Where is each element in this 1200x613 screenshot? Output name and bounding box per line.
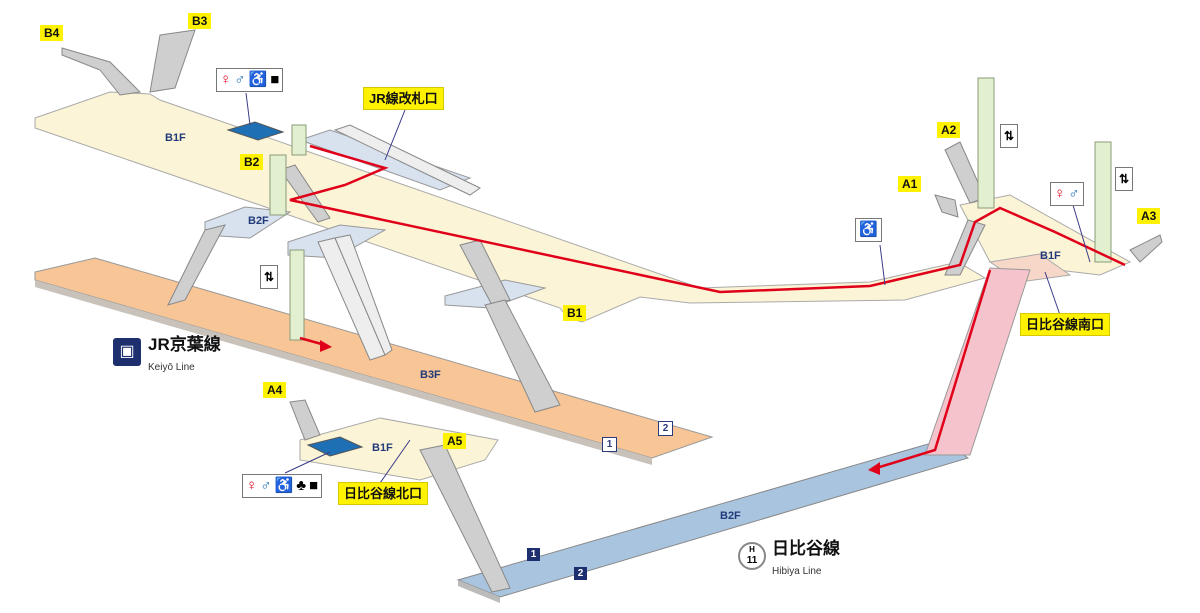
wheelchair-slope-icon: ♿ (859, 221, 878, 238)
womens-toilet-icon: ♀ (220, 71, 232, 88)
jr-b3f-platform-edge (35, 280, 652, 465)
wheelchair-icon: ♿ (248, 71, 268, 88)
elevator-sign-a2: ⇅ (1000, 124, 1019, 148)
route-arrow (868, 462, 880, 475)
exit-b3-tag: B3 (188, 13, 212, 29)
callout-lines (245, 92, 1091, 484)
station-number: 11 (746, 555, 758, 566)
floor-label-hibiya-b2f: B2F (720, 510, 741, 522)
elevator-icon: ⇅ (1004, 129, 1015, 143)
wheelchair-slope-sign: ♿ (855, 218, 882, 242)
toilet-block-b1f-north (306, 436, 364, 457)
exit-a4-tag: A4 (263, 382, 287, 398)
womens-toilet-icon: ♀ (246, 477, 258, 494)
jr-line-name: JR京葉線 (148, 335, 221, 354)
mens-toilet-icon: ♂ (260, 477, 272, 494)
line-code-letter: H (749, 545, 755, 554)
exit-a3-tag: A3 (1137, 208, 1161, 224)
stairs (61, 29, 1163, 593)
elevator-icon: ⇅ (264, 270, 275, 284)
elevator-icon: ⇅ (1119, 172, 1130, 186)
mens-toilet-icon: ♂ (234, 71, 246, 88)
exit-b4-tag: B4 (40, 25, 64, 41)
elevators (269, 77, 1112, 341)
womens-toilet-icon: ♀ (1054, 185, 1066, 202)
hibiya-platform-2: 2 (574, 567, 587, 580)
ostomate-icon: ■ (270, 71, 280, 88)
hibiya-line-en: Hibiya Line (772, 566, 822, 577)
train-icon: ▣ (113, 338, 141, 366)
jr-gate-label: JR線改札口 (363, 87, 444, 110)
hibiya-b2f-platform-edge (458, 580, 500, 603)
hibiya-b2f-platform (456, 439, 970, 598)
hibiya-line-badge: H 11 (738, 542, 766, 570)
hibiya-south-gate-label: 日比谷線南口 (1020, 313, 1111, 336)
hibiya-platform-1: 1 (527, 548, 540, 561)
exit-a5-tag: A5 (443, 433, 467, 449)
elevator-sign-a3: ⇅ (1115, 167, 1134, 191)
exit-a2-tag: A2 (937, 122, 961, 138)
exit-a1-tag: A1 (898, 176, 922, 192)
escalators (317, 124, 481, 361)
facility-icons-b1f-south: ♀ ♂ (1050, 182, 1084, 206)
jr-platform-1: 1 (602, 437, 617, 452)
hibiya-line-name: 日比谷線 (772, 539, 840, 558)
floor-label-hibiya-north-b1f: B1F (372, 442, 393, 454)
hibiya-north-gate-label: 日比谷線北口 (338, 482, 429, 505)
hibiya-long-stairs (924, 267, 1031, 456)
exit-b1-tag: B1 (563, 305, 587, 321)
floor-label-jr-b2f: B2F (248, 215, 269, 227)
floor-label-jr-b3f: B3F (420, 369, 441, 381)
route-line (289, 144, 1126, 294)
route-line-stairs (869, 269, 992, 472)
mens-toilet-icon: ♂ (1068, 185, 1080, 202)
elevator-sign-jr: ⇅ (260, 265, 279, 289)
route-arrow-b3f (320, 340, 332, 352)
jr-platform-2: 2 (658, 421, 673, 436)
exit-b2-tag: B2 (240, 154, 264, 170)
facility-icons-b1f-jr: ♀ ♂ ♿ ■ (216, 68, 284, 92)
toilet-block-b1f (226, 121, 285, 141)
floor-label-jr-b1f: B1F (165, 132, 186, 144)
baby-care-icon: ♣ (296, 477, 307, 494)
facility-icons-b1f-north: ♀ ♂ ♿ ♣ ■ (242, 474, 323, 498)
jr-line-en: Keiyō Line (148, 362, 195, 373)
wheelchair-icon: ♿ (274, 477, 294, 494)
ostomate-icon: ■ (309, 477, 319, 494)
floor-label-hibiya-south-b1f: B1F (1040, 250, 1061, 262)
